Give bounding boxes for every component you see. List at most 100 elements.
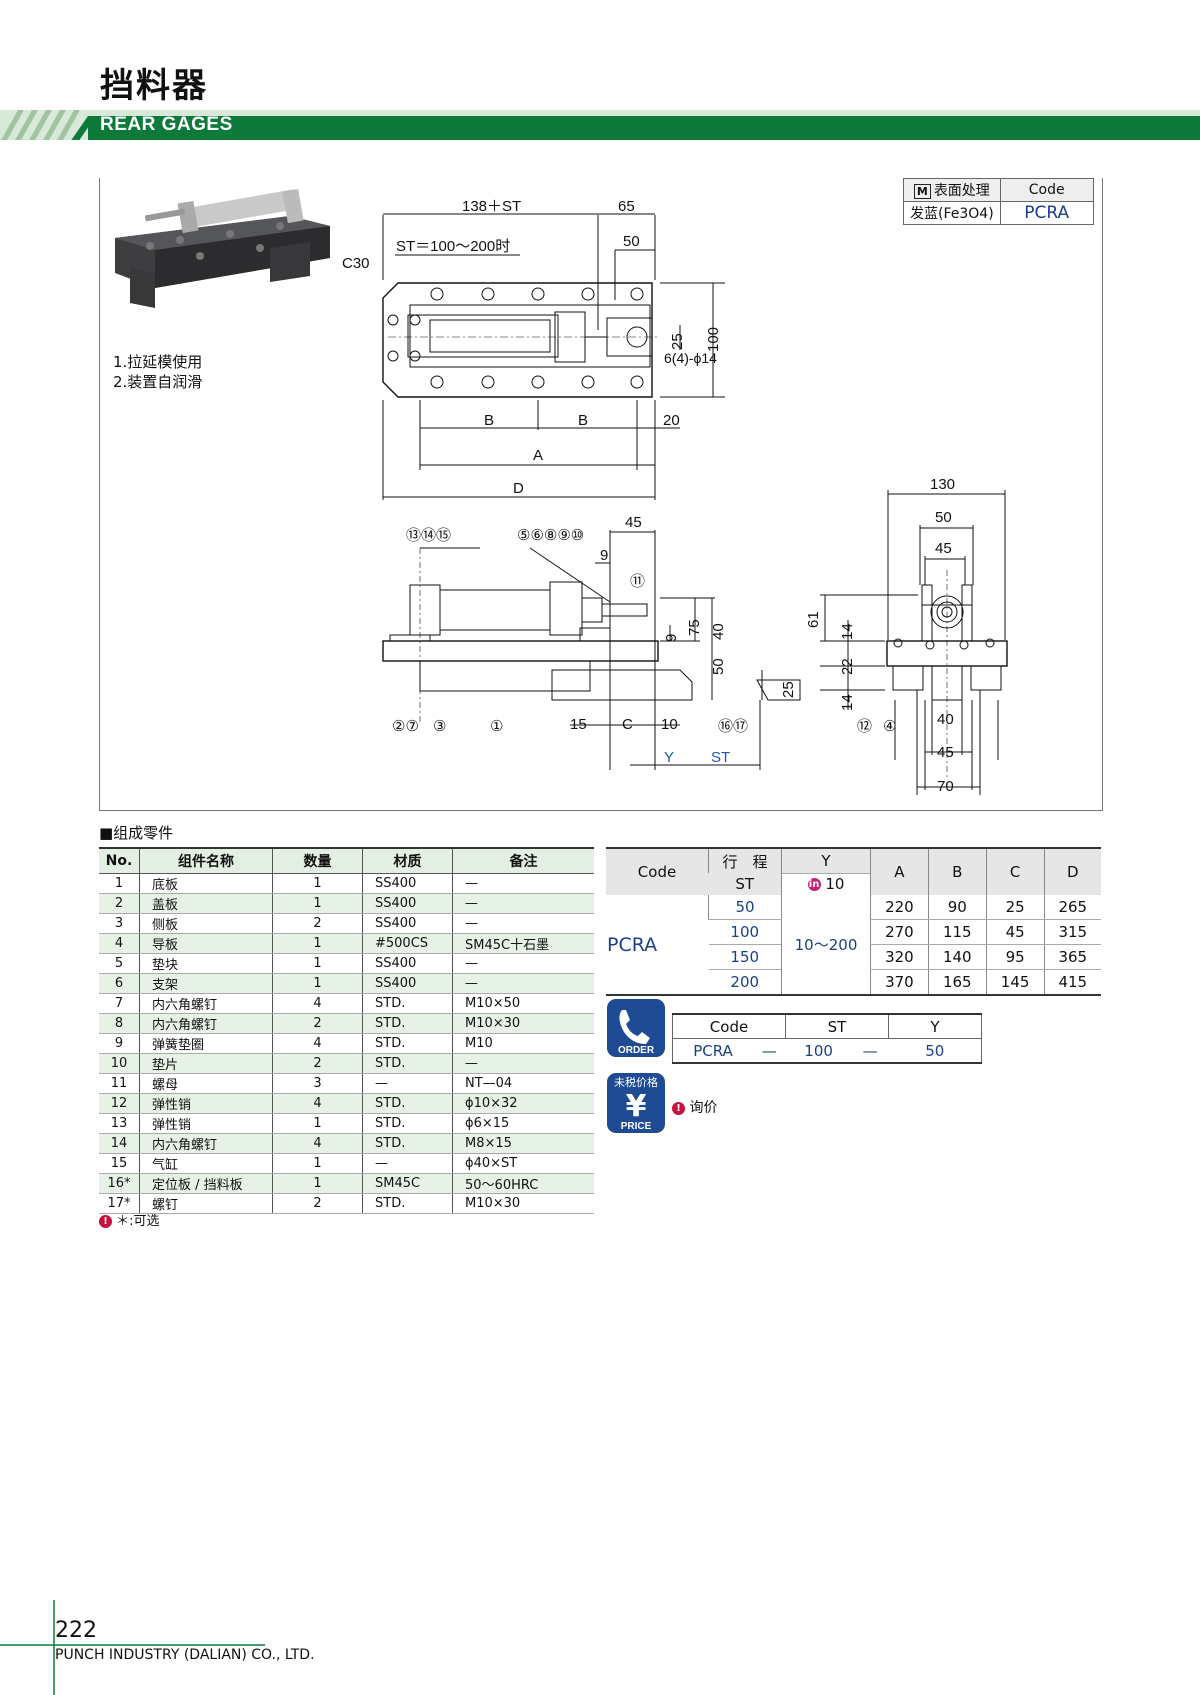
dims-y-range: 10～200: [781, 895, 871, 996]
dims-st: 100: [708, 919, 782, 945]
dims-col-d: D: [1043, 847, 1101, 895]
dims-b: 165: [927, 969, 987, 996]
part-name: 内六角螺钉: [139, 1133, 273, 1154]
order-badge-label: ORDER: [618, 1045, 655, 1056]
dims-b: 90: [927, 895, 987, 920]
part-material: STD.: [362, 1013, 453, 1034]
part-material: SS400: [362, 913, 453, 934]
dim-45-side: 45: [935, 540, 952, 557]
dim-100: 100: [705, 327, 722, 352]
part-no: 2: [99, 893, 140, 914]
part-qty: 1: [272, 893, 363, 914]
callout-11: ⑪: [630, 573, 645, 590]
dims-col-y-top: Y: [781, 847, 871, 873]
part-material: STD.: [362, 1053, 453, 1074]
part-no: 10: [99, 1053, 140, 1074]
price-badge-bottom: PRICE: [621, 1121, 652, 1132]
price-note: ! 询价: [672, 1097, 717, 1117]
dims-col-code: Code: [606, 847, 709, 895]
part-no: 16*: [99, 1173, 140, 1194]
part-qty: 4: [272, 1133, 363, 1154]
part-qty: 1: [272, 933, 363, 954]
dims-col-st-bottom: ST: [708, 873, 782, 895]
parts-col-remark: 备注: [452, 847, 594, 874]
dim-c: C: [622, 716, 633, 733]
info-icon-price: !: [672, 1101, 685, 1115]
order-header-code: Code: [672, 1014, 786, 1039]
section-title-en: REAR GAGES: [100, 114, 233, 135]
part-qty: 1: [272, 973, 363, 994]
part-name: 导板: [139, 933, 273, 954]
part-name: 气缸: [139, 1153, 273, 1174]
part-qty: 2: [272, 1053, 363, 1074]
surface-header-label: 表面处理: [933, 183, 990, 199]
part-name: 垫块: [139, 953, 273, 974]
dim-y: Y: [664, 749, 674, 766]
dim-9-top: 9: [600, 547, 608, 564]
dim-b2: B: [578, 412, 588, 429]
part-material: STD.: [362, 1133, 453, 1154]
dim-20: 20: [663, 412, 680, 429]
surface-code-value: PCRA: [999, 201, 1094, 225]
part-qty: 1: [272, 1173, 363, 1194]
notes: 1.拉延模使用 2.装置自润滑: [113, 352, 202, 392]
part-material: #500CS: [362, 933, 453, 954]
part-name: 侧板: [139, 913, 273, 934]
part-no: 13: [99, 1113, 140, 1134]
part-material: —: [362, 1073, 453, 1094]
dims-st: 50: [708, 895, 782, 920]
dim-50-side: 50: [935, 509, 952, 526]
top-view-drawing: 138＋ST 65 50 ST＝100～200时 C30 25 100 6(4)…: [342, 198, 725, 500]
part-material: SM45C: [362, 1173, 453, 1194]
hole-note: 6(4)-ϕ14: [664, 350, 717, 366]
part-name: 弹簧垫圈: [139, 1033, 273, 1054]
part-no: 9: [99, 1033, 140, 1054]
part-no: 7: [99, 993, 140, 1014]
part-qty: 1: [272, 953, 363, 974]
part-remark: SM45C十石墨: [452, 933, 594, 954]
part-no: 3: [99, 913, 140, 934]
dim-70: 70: [937, 778, 954, 795]
part-qty: 1: [272, 873, 363, 894]
part-remark: —: [452, 893, 594, 914]
part-remark: NT—04: [452, 1073, 594, 1094]
surface-header-code: Code: [999, 178, 1094, 202]
dim-a: A: [533, 447, 543, 464]
part-remark: —: [452, 1053, 594, 1074]
part-qty: 2: [272, 1193, 363, 1214]
part-name: 底板: [139, 873, 273, 894]
order-header-y: Y: [888, 1014, 982, 1039]
dim-138st: 138＋ST: [462, 198, 521, 215]
part-remark: M10×30: [452, 1013, 594, 1034]
part-material: STD.: [362, 1033, 453, 1054]
dims-a: 270: [870, 919, 929, 945]
part-name: 内六角螺钉: [139, 993, 273, 1014]
part-material: SS400: [362, 893, 453, 914]
part-material: SS400: [362, 873, 453, 894]
part-no: 15: [99, 1153, 140, 1174]
footnote-text: ＊:可选: [116, 1214, 160, 1229]
part-material: STD.: [362, 1093, 453, 1114]
dims-st: 150: [708, 944, 782, 970]
page-number: 222: [55, 1618, 97, 1643]
parts-heading: ■组成零件: [99, 824, 174, 842]
drawing-frame: [99, 178, 1103, 811]
order-table: Code ST Y PCRA — 100 — 50: [672, 1013, 982, 1064]
dim-25: 25: [669, 333, 686, 350]
dim-b1: B: [484, 412, 494, 429]
callout-2-7: ②⑦: [392, 718, 419, 735]
